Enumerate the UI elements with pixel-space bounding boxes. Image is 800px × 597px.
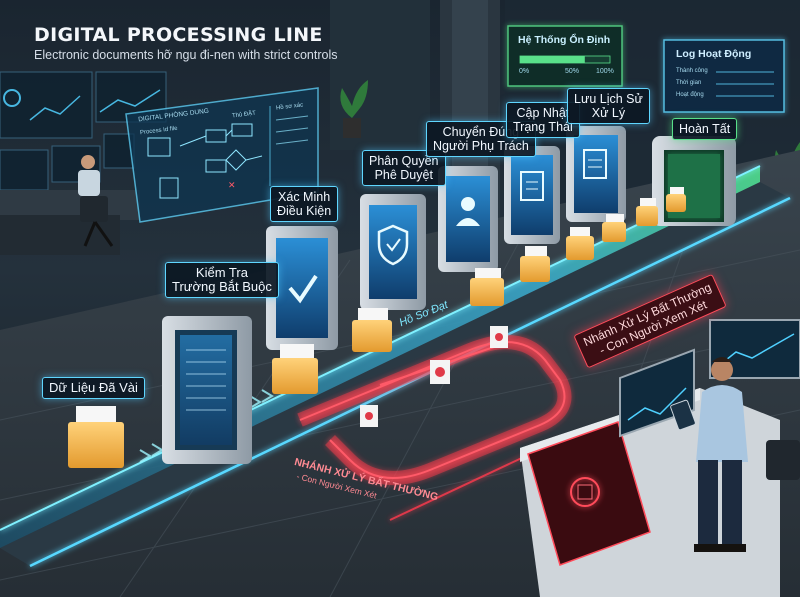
activity-log-row: Thời gian — [676, 80, 702, 86]
gate-approval-rights — [360, 194, 426, 310]
stability-tick-100: 100% — [596, 68, 614, 75]
activity-log-title: Log Hoạt Động — [676, 48, 752, 60]
stability-tick-0: 0% — [519, 68, 530, 75]
operator-person — [670, 357, 748, 552]
flagged-document-icon — [360, 326, 508, 427]
svg-text:✕: ✕ — [228, 180, 236, 190]
stability-level-bar — [520, 56, 585, 63]
stage-label-complete: Hoàn Tất — [672, 118, 738, 140]
shield-icon — [377, 224, 409, 266]
checkmark-icon — [288, 274, 318, 304]
activity-log-panel — [663, 39, 785, 113]
gate-update-status — [504, 146, 560, 244]
gate-required-fields — [162, 316, 252, 464]
clipboard-icon — [520, 171, 544, 201]
gate-verify-conditions — [266, 226, 338, 350]
document-icon — [583, 149, 607, 179]
activity-log-row: Thành công — [676, 68, 708, 74]
stability-tick-50: 50% — [565, 68, 580, 75]
gate-route-owner — [438, 166, 498, 272]
stability-panel-title: Hệ Thống Ổn Định — [518, 34, 611, 46]
folder-icon — [68, 187, 686, 468]
user-icon — [461, 197, 475, 211]
system-stability-panel — [507, 25, 623, 87]
gate-save-history — [566, 126, 626, 222]
tablet-icon — [670, 399, 696, 431]
stage-label-input: Dữ Liệu Đã Vài — [42, 377, 145, 399]
left-workstation — [0, 155, 140, 255]
activity-log-row: Hoạt động — [676, 92, 704, 98]
gate-complete — [652, 136, 736, 226]
page-subtitle: Electronic documents hỡ ngu đi-nen with … — [34, 48, 338, 62]
page-title: DIGITAL PROCESSING LINE — [34, 24, 323, 46]
plant-left — [340, 80, 368, 138]
